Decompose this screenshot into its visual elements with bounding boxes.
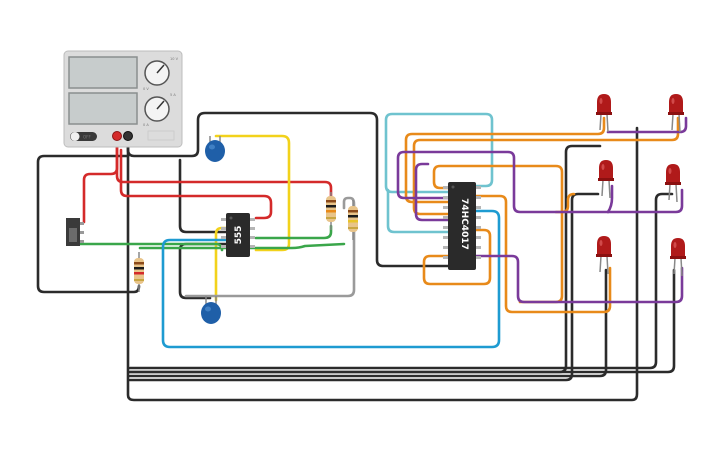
wire-blue-1[interactable] <box>161 209 501 349</box>
wire-orange-5[interactable] <box>432 164 564 304</box>
supply-badge <box>147 130 175 141</box>
resistor-3[interactable] <box>348 200 358 240</box>
ic-555[interactable]: 555 <box>221 213 255 257</box>
resistor-1[interactable] <box>134 252 144 292</box>
ic-74hc4017-label: 74HC4017 <box>459 198 469 250</box>
voltage-knob[interactable] <box>144 60 170 86</box>
wire-black-top[interactable] <box>126 111 450 268</box>
wire-black-bus-2[interactable] <box>128 268 608 378</box>
wire-black-555-down[interactable] <box>178 242 228 300</box>
wire-black-bus-3[interactable] <box>128 192 600 382</box>
led-6[interactable] <box>670 238 686 277</box>
wire-green-3[interactable] <box>138 242 346 250</box>
knob-mark-2: 0 V <box>143 87 149 91</box>
knob-mark-3: 5 A <box>170 93 176 97</box>
wire-green-2[interactable] <box>254 224 333 240</box>
wire-yellow-1[interactable] <box>214 134 291 252</box>
wire-black-ground-loop[interactable] <box>126 126 639 402</box>
current-display <box>68 92 138 125</box>
wire-black-bus-4[interactable] <box>128 192 674 370</box>
led-1[interactable] <box>596 94 612 133</box>
wire-teal-1[interactable] <box>384 112 494 194</box>
wire-red-1[interactable] <box>82 135 119 224</box>
wire-black-bus-1[interactable] <box>128 144 602 374</box>
wire-red-2[interactable] <box>115 135 333 200</box>
current-knob[interactable] <box>144 96 170 122</box>
resistor-2[interactable] <box>326 192 336 230</box>
wire-teal-2[interactable] <box>386 188 450 234</box>
wire-purple-3[interactable] <box>474 254 684 304</box>
wire-purple-4[interactable] <box>606 116 688 134</box>
wire-orange-1[interactable] <box>404 116 606 204</box>
wire-purple-1[interactable] <box>396 150 684 214</box>
negative-terminal[interactable] <box>123 131 133 141</box>
slide-switch[interactable] <box>66 218 84 246</box>
voltage-display <box>68 56 138 89</box>
wire-red-3[interactable] <box>119 148 273 220</box>
power-supply[interactable]: 10 V 0 V 5 A 0 A OFF <box>63 50 183 148</box>
wire-black-left-loop[interactable] <box>36 154 141 294</box>
ic-74hc4017[interactable]: 74HC4017 <box>443 182 481 270</box>
positive-terminal[interactable] <box>112 131 122 141</box>
knob-mark-1: 10 V <box>170 57 179 61</box>
ic-555-label: 555 <box>234 226 244 245</box>
capacitor-1[interactable] <box>205 136 225 162</box>
wire-gray-1[interactable] <box>184 196 356 298</box>
wire-orange-3[interactable] <box>474 194 612 314</box>
wire-orange-4[interactable] <box>422 228 492 286</box>
wire-purple-5[interactable] <box>606 184 614 214</box>
wire-black-bus-5[interactable] <box>128 268 676 374</box>
led-5[interactable] <box>596 236 612 275</box>
led-3[interactable] <box>598 160 614 199</box>
knob-mark-4: 0 A <box>143 123 149 127</box>
led-4[interactable] <box>665 164 681 203</box>
capacitor-2[interactable] <box>201 296 221 324</box>
power-switch-label: OFF <box>83 135 91 140</box>
wire-black-555-left[interactable] <box>178 158 228 234</box>
wires <box>36 111 688 402</box>
led-2[interactable] <box>668 94 684 133</box>
wire-purple-2[interactable] <box>414 162 450 222</box>
power-switch[interactable]: OFF <box>70 132 97 141</box>
